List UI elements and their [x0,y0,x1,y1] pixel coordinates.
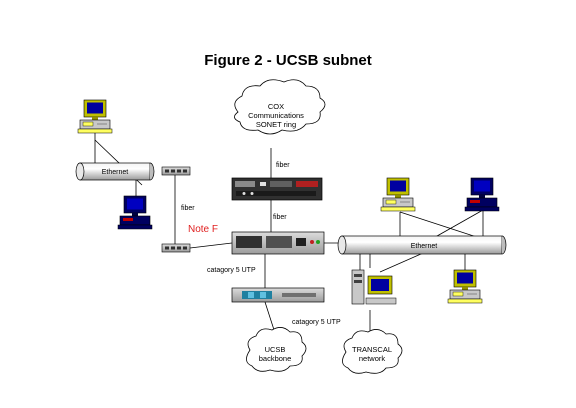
cox-sonet-cloud: COX Communications SONET ring [234,79,326,135]
ucsb-cloud-line-1: UCSB [265,345,286,354]
fiber-label-mid: fiber [273,214,287,221]
cox-cloud-line-1: COX [268,102,284,111]
ethernet-left-label: Ethernet [102,169,129,176]
ucsb-backbone-cloud: UCSB backbone [246,327,307,372]
hub-bottom-left [161,243,191,253]
utp-label-lower: catagory 5 UTP [292,319,341,326]
transcal-cloud-line-2: network [359,354,386,363]
transcal-network-cloud: TRANSCAL network [342,329,403,374]
cox-cloud-line-2: Communications [248,111,304,120]
workstation-right-yellow-top [380,177,416,212]
router-device [231,231,325,255]
fiber-label-left: fiber [181,205,195,212]
sonet-mux-device [231,177,323,201]
fiber-label-top: fiber [276,162,290,169]
hub-top-left [161,166,191,176]
note-f-label: Note F [188,224,218,235]
workstation-right-navy-top [464,177,500,212]
utp-label-upper: catagory 5 UTP [207,267,256,274]
ethernet-segment-left: Ethernet [75,162,155,181]
cox-cloud-line-3: SONET ring [256,120,296,129]
workstation-right-yellow-bottom [447,269,483,304]
ethernet-right-label: Ethernet [411,243,438,250]
ucsb-cloud-line-2: backbone [259,354,292,363]
transcal-cloud-line-1: TRANSCAL [352,345,392,354]
ethernet-segment-right: Ethernet [337,235,507,255]
page-title: Figure 2 - UCSB subnet [204,52,372,69]
patch-panel-device [231,287,325,303]
workstation-top-left [77,99,113,134]
workstation-left-navy [117,195,153,230]
tower-server [351,269,397,305]
